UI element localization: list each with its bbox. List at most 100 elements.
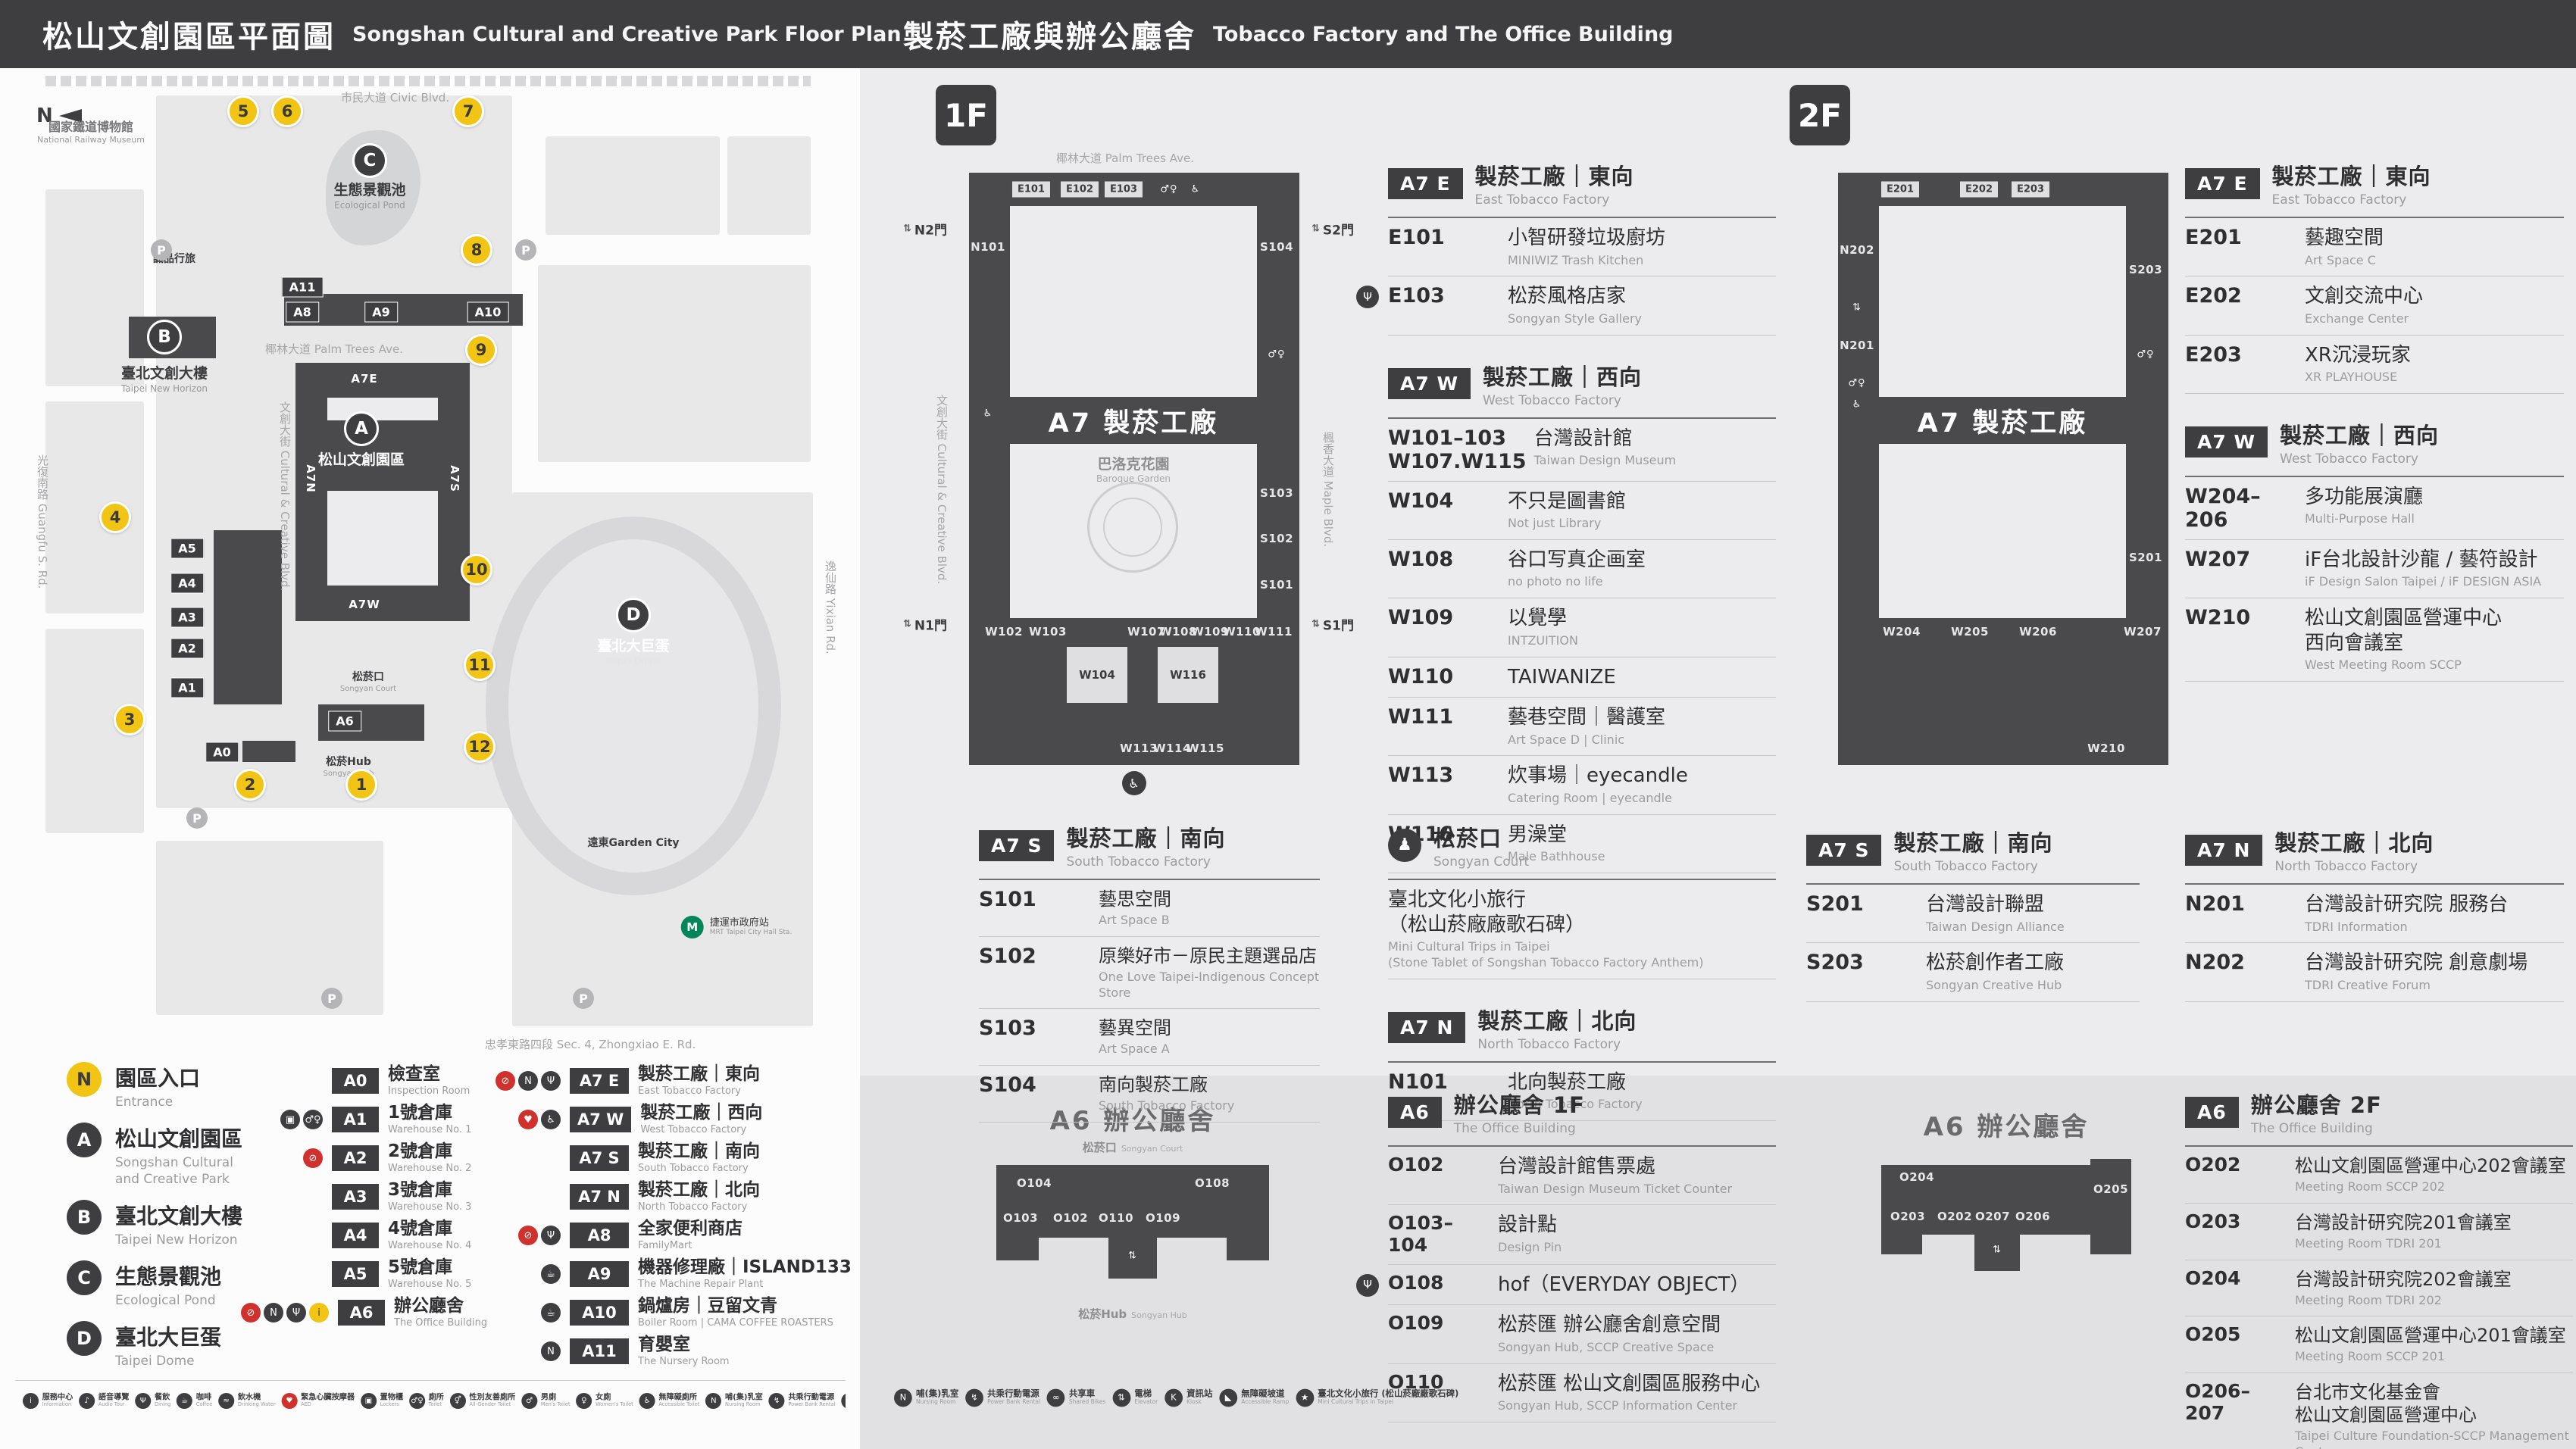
room-code: O108 bbox=[1388, 1271, 1444, 1294]
right-title-zh: 製菸工廠與辦公廳舍 bbox=[903, 20, 1196, 55]
room-block-w104: W104 bbox=[1067, 647, 1127, 703]
legend-zh: 製菸工廠｜西向 bbox=[640, 1102, 763, 1123]
right-header: 製菸工廠與辦公廳舍 Tobacco Factory and The Office… bbox=[903, 0, 1674, 68]
divider bbox=[15, 1380, 846, 1381]
legend-text: 5號倉庫 Warehouse No. 5 bbox=[388, 1258, 471, 1290]
room-label-w115: W115 bbox=[1186, 742, 1224, 755]
room-code: O103–104 bbox=[1388, 1212, 1453, 1257]
dining-icon: Ψ bbox=[286, 1303, 306, 1323]
room-name-zh: 台灣設計研究院 服務台 bbox=[2305, 893, 2509, 916]
room-label-s101: S101 bbox=[1259, 578, 1294, 592]
wing-label-a7s: A7S bbox=[448, 465, 461, 492]
entrance-marker-4: 4 bbox=[99, 501, 131, 533]
plan-pictogram-icon: ♿ bbox=[1190, 183, 1201, 195]
aed-icon: ♥ bbox=[281, 1392, 298, 1410]
legend-en: The Nursery Room bbox=[638, 1356, 730, 1368]
section-title-en: South Tobacco Factory bbox=[1066, 854, 1211, 870]
amenity-label-zh: 資訊站 bbox=[1186, 1388, 1213, 1399]
room-name-en: Songyan Hub, SCCP Information Center bbox=[1498, 1398, 1738, 1413]
audio-tour-icon: ♪ bbox=[79, 1392, 95, 1410]
door-arrows-icon: ⇅ bbox=[903, 223, 911, 235]
legend-zh: 5號倉庫 bbox=[388, 1257, 453, 1277]
legend-badge-a10: A10 bbox=[570, 1300, 629, 1326]
amenity-label-zh: 共乘行動電源 bbox=[788, 1393, 835, 1402]
street-label-top: 椰林大道 Palm Trees Ave. bbox=[1056, 151, 1194, 165]
room-label-o110: O110 bbox=[1098, 1211, 1134, 1225]
taipei-dome-roof bbox=[508, 539, 758, 873]
room-name-en: Art Space D | Clinic bbox=[1508, 732, 1625, 747]
map-label-zh: 松菸Hub bbox=[326, 756, 371, 768]
legend-zh: 1號倉庫 bbox=[388, 1102, 453, 1123]
womens-toilet-icon: ♀ bbox=[576, 1392, 592, 1410]
amenity-label-en: Nursing Room bbox=[916, 1398, 956, 1406]
room-label-n201: N201 bbox=[1840, 339, 1874, 352]
room-label-s102: S102 bbox=[1259, 532, 1294, 545]
room-code: S101 bbox=[979, 888, 1036, 911]
street-label: 逸仙路 Yixian Rd. bbox=[824, 561, 837, 654]
legend-badge-a7e: A7 E bbox=[570, 1068, 629, 1094]
city-block bbox=[546, 136, 720, 235]
legend-zh: 臺北大巨蛋 bbox=[115, 1325, 222, 1351]
section-badge: A7 S bbox=[1806, 834, 1882, 866]
room-name-zh: 松菸風格店家 bbox=[1508, 285, 1627, 308]
baroque-garden-label: 巴洛克花園 Baroque Garden bbox=[1096, 456, 1171, 484]
legend-en: The Office Building bbox=[394, 1317, 488, 1329]
map-label: 松山文創園區 bbox=[318, 451, 405, 470]
room-name-en: South Tobacco Factory bbox=[1099, 1098, 1235, 1113]
amenity-label-en: Mini Cultural Trips in Taipei bbox=[1318, 1398, 1394, 1406]
map-label-zh: 遠東Garden City bbox=[587, 837, 680, 849]
amenity-label-zh: 咖啡 bbox=[195, 1393, 212, 1402]
room-code: W101–103 W107.W115 bbox=[1388, 426, 1527, 473]
room-name-en: Mini Cultural Trips in Taipei (Stone Tab… bbox=[1388, 939, 1704, 970]
entrance-marker-5: 5 bbox=[227, 95, 259, 127]
legend-zh: 松山文創園區 bbox=[115, 1126, 243, 1152]
map-label-zh: 松山文創園區 bbox=[317, 451, 405, 468]
legend-en: North Tobacco Factory bbox=[638, 1201, 748, 1213]
no-smoking-icon: ⊘ bbox=[303, 1148, 323, 1168]
amenity-label-zh: 餐飲 bbox=[154, 1393, 170, 1402]
legend-en: Warehouse No. 5 bbox=[388, 1279, 472, 1291]
room-name-zh: 藝異空間 bbox=[1099, 1017, 1171, 1039]
amenity-label-en: Elevator bbox=[1134, 1398, 1158, 1406]
room-code: E201 bbox=[2185, 226, 2242, 249]
amenity-label-zh: 廁所 bbox=[428, 1393, 444, 1402]
dining-icon: Ψ bbox=[135, 1392, 152, 1410]
lockers-icon: ▣ bbox=[360, 1392, 377, 1410]
